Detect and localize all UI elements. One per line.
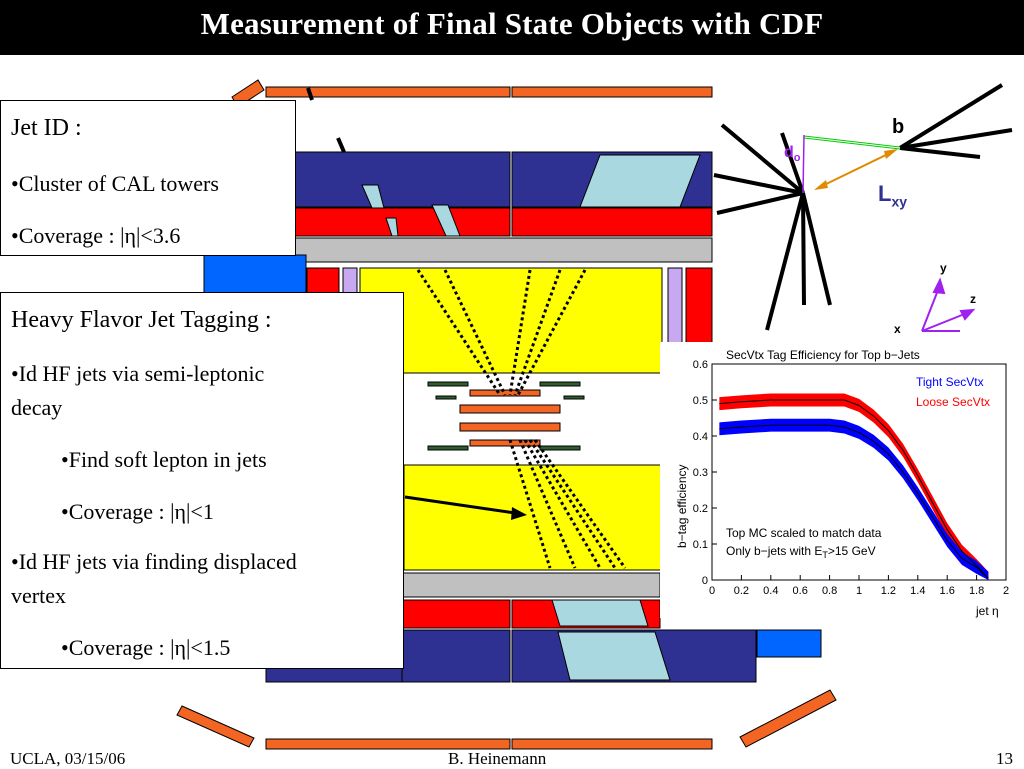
x-tick-label: 0.6 bbox=[793, 585, 808, 597]
title-bar bbox=[0, 0, 1024, 55]
jet-tracks bbox=[416, 269, 627, 569]
series-line-0 bbox=[719, 424, 989, 579]
top-hadronic-cal bbox=[267, 151, 511, 208]
drift-chamber-top bbox=[359, 267, 663, 374]
y-tick-label: 0 bbox=[702, 575, 708, 587]
footer-center: B. Heinemann bbox=[448, 749, 547, 768]
axis-y-label: y bbox=[940, 261, 947, 275]
x-tick-label: 2 bbox=[1003, 585, 1009, 597]
y-tick-label: 0.2 bbox=[693, 503, 708, 515]
footer-right: 13 bbox=[996, 749, 1013, 768]
x-tick-label: 0 bbox=[709, 585, 715, 597]
x-tick-label: 1.2 bbox=[881, 585, 896, 597]
hf-tagging-box: Heavy Flavor Jet Tagging : •Id HF jets v… bbox=[0, 292, 404, 669]
legend-tight: Tight SecVtx bbox=[916, 375, 984, 389]
x-tick-label: 1.6 bbox=[940, 585, 955, 597]
x-tick-label: 1.8 bbox=[969, 585, 984, 597]
jet-id-box: Jet ID : •Cluster of CAL towers •Coverag… bbox=[0, 100, 296, 256]
lxy-label: Lxy bbox=[878, 181, 908, 210]
chart-ylabel: b−tag efficiency bbox=[675, 464, 689, 548]
vertex-diagram bbox=[713, 83, 1013, 332]
d0-label: do bbox=[784, 144, 801, 165]
hf-heading: Heavy Flavor Jet Tagging : bbox=[11, 307, 272, 333]
legend-loose: Loose SecVtx bbox=[916, 395, 990, 409]
hf-line2: •Find soft lepton in jets bbox=[61, 447, 267, 472]
x-tick-label: 0.8 bbox=[822, 585, 837, 597]
b-label: b bbox=[892, 116, 905, 138]
series-line-1 bbox=[719, 399, 989, 579]
y-tick-label: 0.5 bbox=[693, 395, 708, 407]
chart-title: SecVtx Tag Efficiency for Top b−Jets bbox=[726, 348, 920, 362]
axis-x-label: x bbox=[894, 322, 901, 336]
btag-efficiency-chart: SecVtx Tag Efficiency for Top b−Jets b−t… bbox=[660, 342, 1024, 618]
chart-annotation-1: Top MC scaled to match data bbox=[726, 526, 882, 540]
track-lines bbox=[713, 83, 1013, 331]
x-tick-label: 1 bbox=[856, 585, 862, 597]
jet-id-line1: •Cluster of CAL towers bbox=[11, 171, 219, 196]
slide-title: Measurement of Final State Objects with … bbox=[200, 6, 824, 41]
series-band-0 bbox=[719, 418, 989, 580]
hf-line4a: •Id HF jets via finding displaced bbox=[11, 549, 297, 574]
y-tick-label: 0.1 bbox=[693, 539, 708, 551]
axis-z-label: z bbox=[970, 292, 976, 306]
chart-annotation-2: Only b−jets with ET>15 GeV bbox=[726, 544, 876, 560]
x-tick-label: 1.4 bbox=[910, 585, 925, 597]
hf-line1b: decay bbox=[11, 395, 63, 420]
muon-chambers bbox=[176, 79, 837, 750]
axes-triad bbox=[921, 277, 976, 332]
hf-line1a: •Id HF jets via semi-leptonic bbox=[11, 361, 265, 386]
hf-line3: •Coverage : |η|<1 bbox=[61, 499, 214, 524]
silicon-detector bbox=[427, 381, 585, 451]
x-tick-label: 0.4 bbox=[763, 585, 778, 597]
chart-xlabel: jet η bbox=[975, 604, 999, 618]
y-tick-label: 0.6 bbox=[693, 359, 708, 371]
displaced-vertex-arrow bbox=[404, 495, 516, 515]
x-tick-label: 0.2 bbox=[734, 585, 749, 597]
hf-line5: •Coverage : |η|<1.5 bbox=[61, 635, 231, 660]
y-tick-label: 0.4 bbox=[693, 431, 708, 443]
cdf-detector-diagram bbox=[176, 79, 837, 750]
bottom-solenoid bbox=[401, 572, 661, 598]
top-solenoid bbox=[267, 237, 713, 263]
jet-id-line2: •Coverage : |η|<3.6 bbox=[11, 223, 181, 248]
y-tick-label: 0.3 bbox=[693, 467, 708, 479]
jet-id-heading: Jet ID : bbox=[11, 115, 82, 141]
d0-line bbox=[802, 134, 805, 194]
footer-left: UCLA, 03/15/06 bbox=[10, 749, 126, 768]
hf-line4b: vertex bbox=[11, 583, 66, 608]
lxy-arrow bbox=[819, 151, 893, 188]
